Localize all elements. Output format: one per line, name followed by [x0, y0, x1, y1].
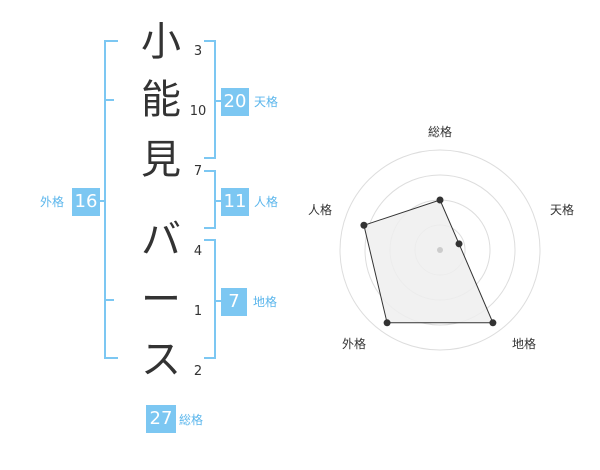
- stroke-count-2: 10: [189, 104, 207, 119]
- chikaku-badge: 7: [221, 288, 247, 316]
- radar-label-jinkaku: 人格: [308, 203, 333, 217]
- radar-label-soukaku: 総格: [428, 125, 453, 139]
- name-char-2: 能: [141, 77, 181, 123]
- stroke-count-3: 7: [193, 164, 203, 179]
- name-char-3: 見: [141, 137, 181, 183]
- tenkaku-label: 天格: [254, 95, 279, 109]
- radar-chart: [339, 149, 541, 351]
- radar-label-tenkaku: 天格: [550, 203, 575, 217]
- radar-point-外格: [383, 319, 391, 327]
- stroke-count-5: 1: [193, 304, 203, 319]
- tenkaku-badge: 20: [221, 88, 249, 116]
- stroke-count-1: 3: [193, 44, 203, 59]
- radar-point-天格: [455, 240, 463, 248]
- stroke-count-4: 4: [193, 244, 203, 259]
- name-char-1: 小: [141, 19, 181, 65]
- radar-center-dot: [437, 247, 443, 253]
- soukaku-label: 総格: [179, 413, 204, 427]
- gaikaku-badge: 16: [72, 188, 100, 216]
- radar-label-gaikaku: 外格: [342, 337, 367, 351]
- soukaku-badge: 27: [146, 405, 176, 433]
- radar-point-地格: [489, 319, 497, 327]
- stroke-count-6: 2: [193, 364, 203, 379]
- name-char-6: ス: [141, 337, 181, 383]
- jinkaku-badge: 11: [221, 188, 249, 216]
- chikaku-label: 地格: [253, 295, 278, 309]
- name-char-4: バ: [141, 217, 181, 263]
- radar-label-chikaku: 地格: [512, 337, 537, 351]
- gaikaku-label: 外格: [40, 195, 65, 209]
- radar-point-人格: [360, 221, 368, 229]
- radar-point-総格: [436, 196, 444, 204]
- jinkaku-label: 人格: [254, 195, 279, 209]
- name-char-5: ー: [141, 277, 181, 323]
- radar-polygon: [363, 199, 494, 324]
